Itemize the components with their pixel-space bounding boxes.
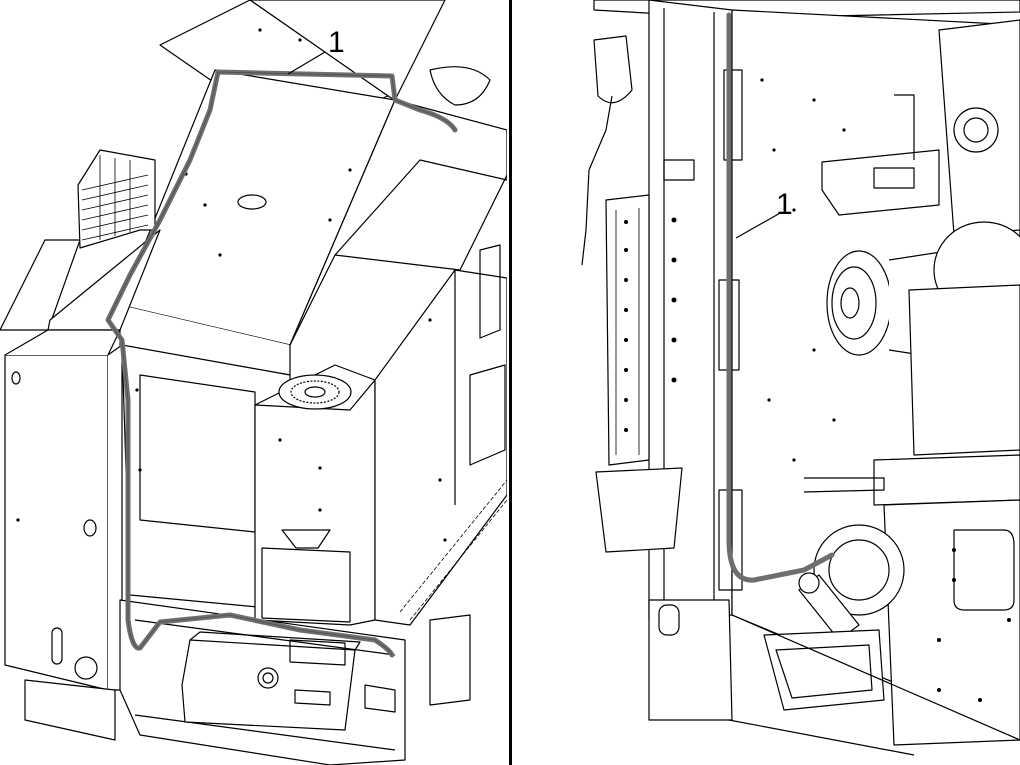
tool-arm-pivot	[798, 572, 820, 594]
fan-hub	[304, 386, 326, 398]
door-latch-top	[11, 371, 21, 385]
base-edges	[728, 614, 1020, 756]
right-cabinet-window	[469, 364, 506, 466]
door-handle-slot	[51, 627, 63, 665]
right-view: 1	[514, 0, 1020, 765]
coolant-hose-outline	[107, 71, 456, 656]
right-housing-edge	[334, 174, 507, 271]
fan-guard	[278, 374, 352, 410]
view-divider-line	[509, 0, 512, 765]
coolant-tank-lid	[189, 631, 361, 651]
bottom-tray	[763, 629, 885, 711]
left-callout-label: 1	[328, 26, 345, 59]
lower-platform	[873, 454, 1020, 506]
door-lock	[83, 519, 97, 537]
vent-grille-bars	[99, 155, 131, 240]
platform-rail	[803, 477, 885, 493]
bracket-block	[821, 149, 940, 216]
right-base-foot	[429, 614, 471, 706]
coolant-hose	[105, 69, 458, 658]
tank-pump	[257, 667, 279, 689]
right-callout-leader	[735, 211, 783, 239]
lube-hose	[726, 12, 835, 583]
motor-plate-inner	[963, 117, 989, 143]
left-base-foot	[24, 679, 116, 741]
column-fitting	[663, 159, 695, 181]
bottom-left-leg	[648, 599, 733, 721]
fan-cabinet-top-edge	[254, 379, 376, 411]
motor-plate	[938, 19, 1020, 236]
right-callout-label: 1	[776, 188, 793, 221]
tank-block	[294, 689, 331, 706]
top-opening	[429, 66, 491, 106]
bracket-slot	[873, 167, 915, 189]
right-fasteners	[624, 78, 1011, 702]
fasteners	[16, 28, 447, 542]
left-view: 1	[0, 0, 507, 765]
right-box	[908, 284, 1020, 456]
motor-plate-bore	[953, 107, 999, 153]
spindle-pulley-inner	[831, 266, 877, 340]
tank-side-valve	[364, 684, 396, 713]
oil-reservoir	[593, 35, 633, 104]
left-door	[4, 354, 109, 691]
vertical-hose-fitting	[894, 94, 915, 160]
oil-line	[581, 95, 613, 266]
right-rail	[399, 479, 507, 621]
left-callout-leader	[287, 51, 326, 75]
fan-cabinet-vent	[281, 529, 331, 549]
lube-panel-rails	[615, 208, 640, 455]
left-view-drawing: 1	[0, 0, 507, 765]
bottom-tray-inner	[775, 644, 873, 699]
pump-motor-inner	[828, 539, 890, 601]
right-cabinet-upper-window	[479, 244, 501, 339]
lower-right-window	[953, 529, 1015, 611]
right-side-cabinet	[374, 269, 507, 626]
pump-motor	[813, 524, 905, 616]
spindle-bore	[840, 287, 860, 319]
fan-cabinet-lower-box	[261, 547, 351, 623]
cover-hole	[237, 194, 267, 210]
vent-unit	[77, 149, 156, 249]
coolant-tank	[181, 639, 356, 731]
lube-bucket	[595, 467, 683, 553]
right-view-drawing: 1	[581, 0, 1020, 756]
base-rails	[134, 619, 396, 751]
left-door-top	[4, 329, 121, 356]
tank-pump-core	[262, 672, 274, 684]
fan-guard-ring	[290, 380, 340, 404]
lube-panel	[605, 194, 650, 466]
door-round-cap	[74, 656, 98, 680]
rail-clip-lower	[718, 489, 743, 591]
lower-right-block	[883, 499, 1020, 746]
leg-slot	[658, 604, 680, 636]
rail-clip-mid	[718, 279, 740, 371]
tank-top-box	[289, 639, 346, 666]
